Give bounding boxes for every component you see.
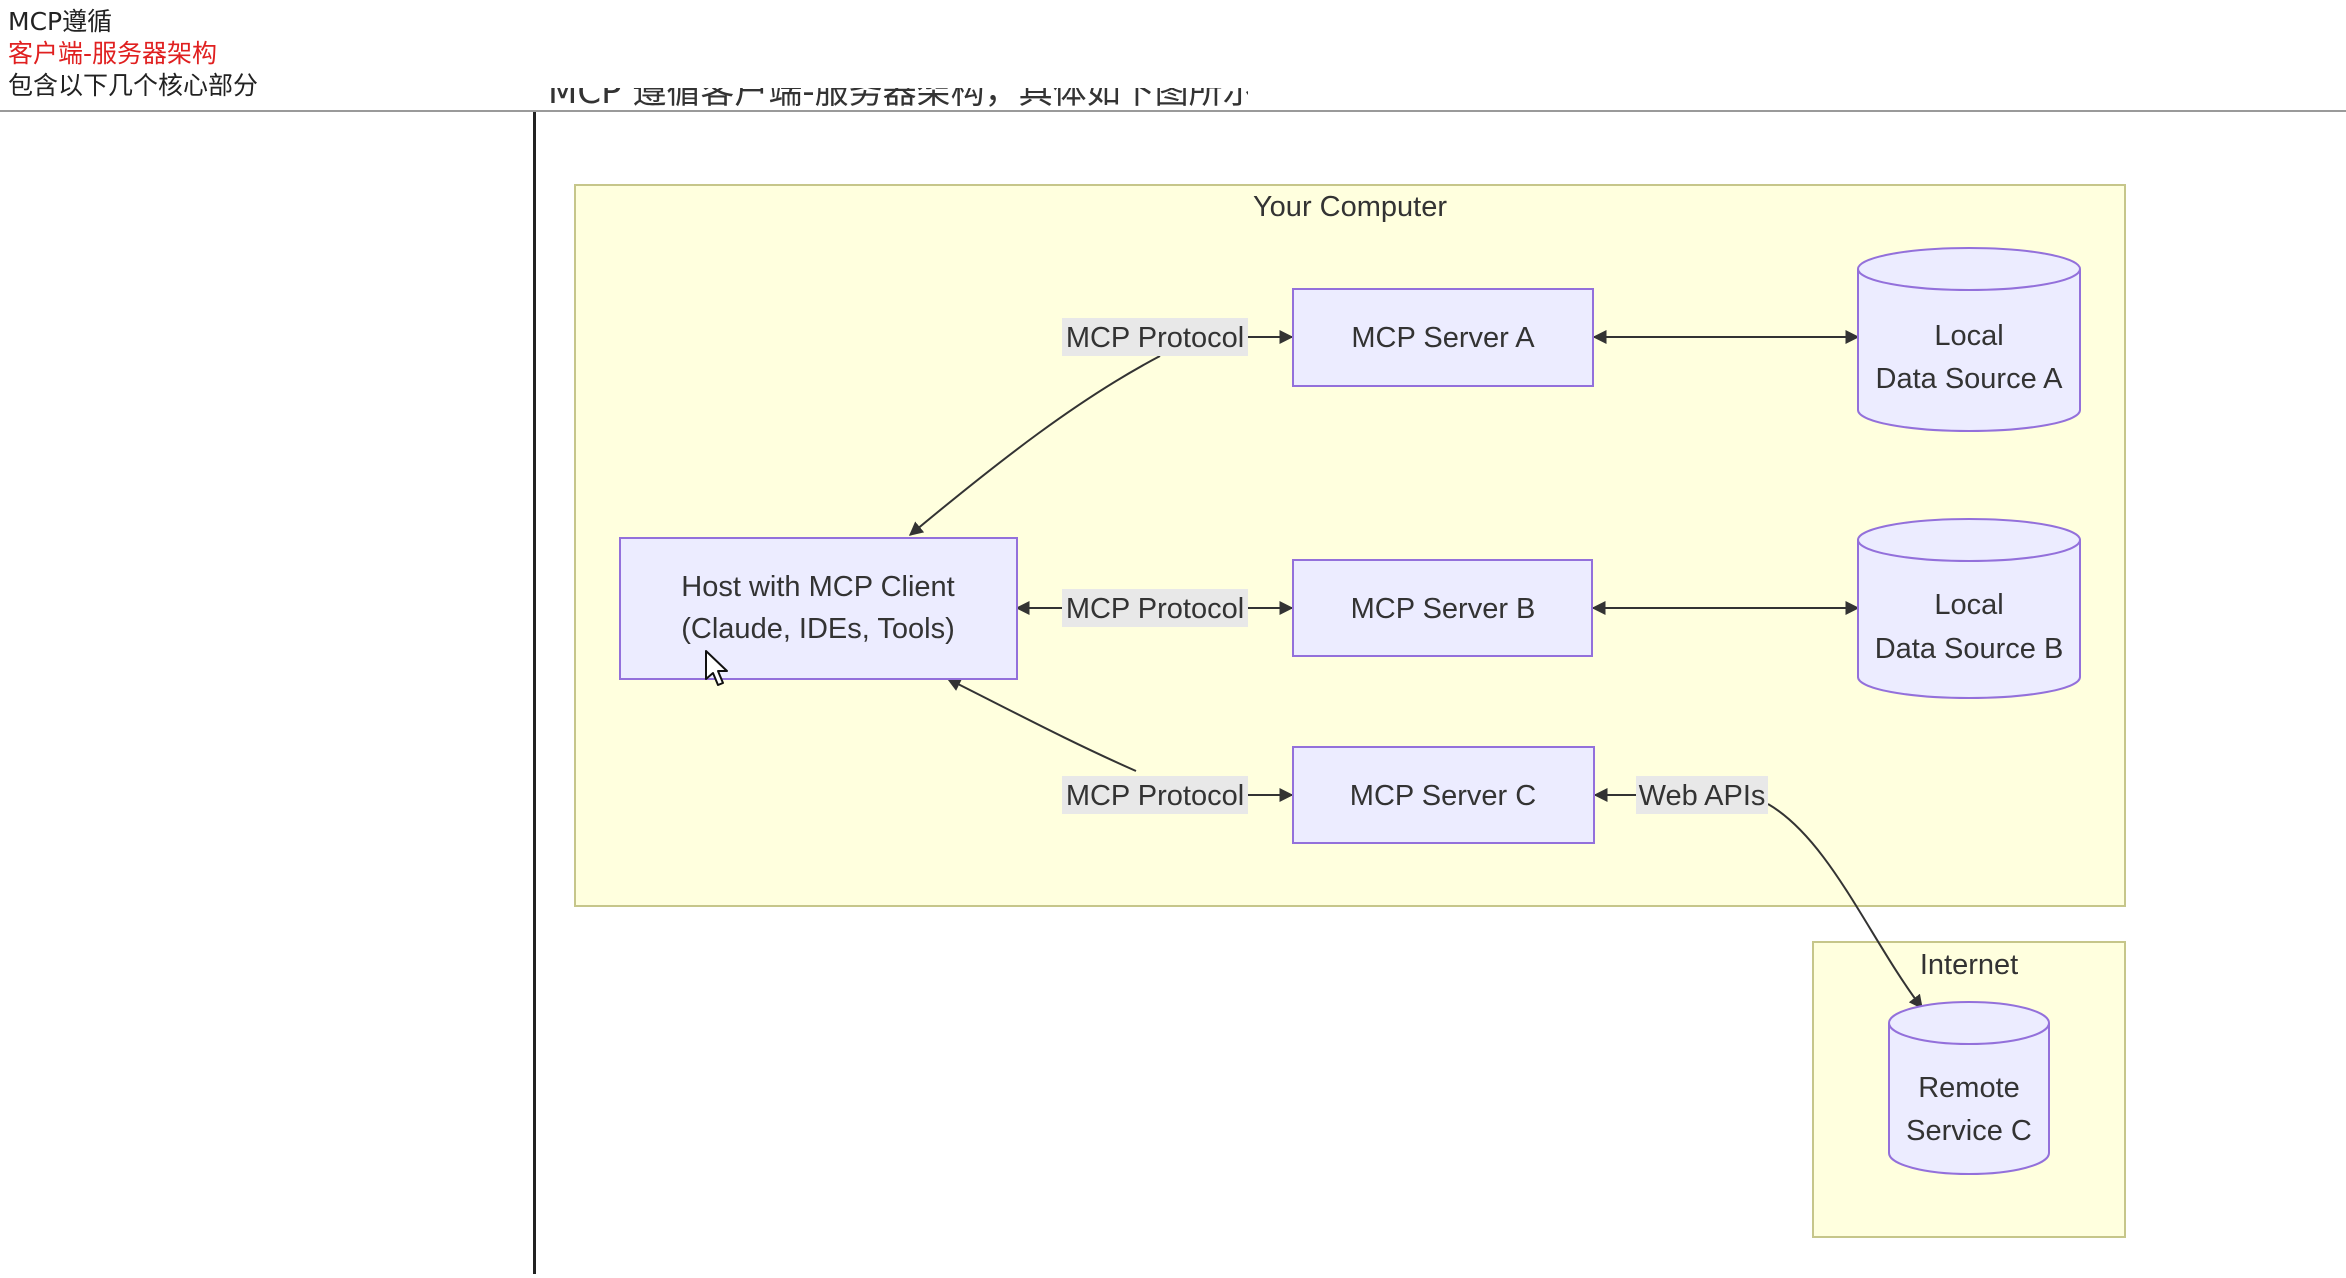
note-line-architecture: 客户端-服务器架构 [8, 39, 218, 68]
svg-text:Web APIs: Web APIs [1639, 780, 1766, 812]
svg-text:Remote: Remote [1918, 1072, 2020, 1104]
edges [908, 330, 1923, 1010]
document-left-border [533, 112, 536, 1274]
svg-text:MCP Protocol: MCP Protocol [1066, 322, 1244, 354]
svg-text:MCP Server A: MCP Server A [1351, 322, 1535, 354]
node-local-data-source-b: Local Data Source B [1857, 518, 2081, 699]
edge-label-web-apis: Web APIs [1636, 776, 1768, 814]
svg-text:Service C: Service C [1906, 1115, 2032, 1147]
node-local-data-source-a: Local Data Source A [1857, 247, 2081, 432]
svg-text:MCP Server C: MCP Server C [1350, 780, 1536, 812]
edge-webapis-to-remote [1767, 803, 1923, 1010]
group-internet-title: Internet [1920, 949, 2018, 981]
svg-text:Data Source A: Data Source A [1876, 363, 2064, 395]
node-mcp-server-a: MCP Server A [1292, 288, 1594, 387]
edge-label-protocol-b: MCP Protocol [1062, 589, 1248, 627]
node-mcp-server-c: MCP Server C [1292, 746, 1595, 844]
svg-text:Local: Local [1934, 589, 2003, 621]
edge-host-to-protocol-a [908, 355, 1161, 536]
note-line-mcp: MCP遵循 [8, 7, 113, 36]
svg-text:MCP Protocol: MCP Protocol [1066, 593, 1244, 625]
svg-text:Data Source B: Data Source B [1875, 633, 2064, 665]
document-scrolled-text: MCP 遵循客户端-服务器架构，具体如下图所示： [548, 88, 1248, 114]
node-remote-service-c: Remote Service C [1888, 1001, 2050, 1175]
edge-label-protocol-c: MCP Protocol [1062, 776, 1248, 814]
edge-protocol-c-to-host [946, 678, 1137, 772]
node-mcp-server-b: MCP Server B [1292, 559, 1593, 657]
divider [0, 110, 2346, 112]
note-line-components: 包含以下几个核心部分 [8, 71, 259, 100]
svg-text:MCP Server B: MCP Server B [1351, 593, 1536, 625]
notes-panel: MCP遵循 客户端-服务器架构 包含以下几个核心部分 [8, 6, 258, 102]
svg-text:MCP Protocol: MCP Protocol [1066, 780, 1244, 812]
node-host-line2: (Claude, IDEs, Tools) [681, 613, 954, 645]
node-host-mcp-client: Host with MCP Client (Claude, IDEs, Tool… [619, 537, 1018, 680]
svg-text:Local: Local [1934, 320, 2003, 352]
group-your-computer-title: Your Computer [1253, 191, 1447, 223]
edge-label-protocol-a: MCP Protocol [1062, 318, 1248, 356]
node-host-line1: Host with MCP Client [681, 571, 954, 603]
mouse-pointer-icon [705, 650, 728, 686]
document-cut-line: MCP 遵循客户端-服务器架构，具体如下图所示： [548, 88, 1248, 112]
